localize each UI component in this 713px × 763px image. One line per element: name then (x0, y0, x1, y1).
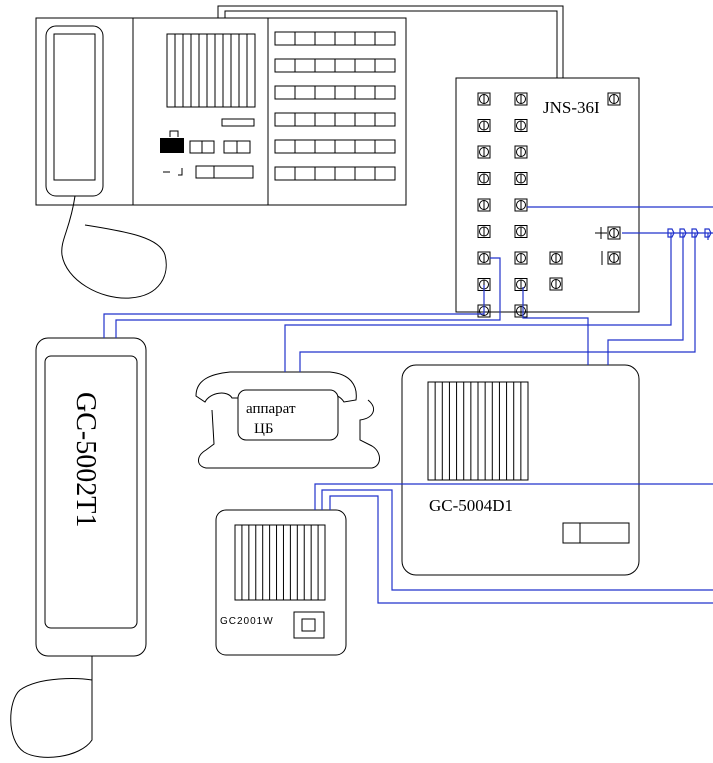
terminal-screw (514, 172, 528, 185)
gc5004-speaker-grille (427, 381, 529, 481)
terminal-screw (477, 92, 491, 106)
gc2001w-unit: GC2001W (215, 509, 347, 656)
grille-frame (166, 33, 256, 108)
grille-frame (234, 524, 326, 601)
terminal-screw (607, 226, 621, 240)
terminal-screw (514, 145, 528, 159)
terminal-screw (514, 92, 528, 106)
jns-label: JNS-36I (543, 98, 600, 117)
gc2001-speaker-grille (234, 524, 326, 601)
terminal-screw (549, 277, 563, 291)
jns-panel: JNS-36I (455, 77, 640, 318)
gc5002t1-label: GC-5002T1 (70, 392, 101, 527)
cb-telephone: аппарат ЦБ (195, 371, 380, 469)
top-double-wire (217, 5, 564, 78)
gc2001w-label: GC2001W (220, 616, 274, 627)
terminal-screw (514, 304, 528, 318)
gc5004d1-unit: GC-5004D1 (401, 364, 640, 576)
terminal-screw (549, 251, 563, 265)
blue-wiring (103, 206, 713, 604)
top-console (35, 17, 407, 299)
gc5002t1-unit: GC-5002T1 (10, 337, 147, 758)
terminal-screw (514, 251, 528, 265)
jack-mark (667, 228, 675, 238)
jns-terminal-block (477, 92, 621, 318)
terminal-screw (477, 145, 491, 159)
terminal-screw (607, 92, 621, 106)
console-key-grid (274, 31, 396, 181)
terminal-screw (477, 198, 491, 212)
gc5004d1-label: GC-5004D1 (429, 496, 513, 515)
terminal-screw (514, 278, 528, 291)
jack-mark (691, 228, 699, 238)
phone-label-line2: ЦБ (254, 421, 273, 437)
terminal-screw (477, 225, 491, 238)
jack-connectors (667, 228, 712, 238)
terminal-screw (477, 119, 491, 132)
jack-mark (679, 228, 687, 238)
jack-mark (704, 228, 712, 238)
terminal-screw (477, 172, 491, 185)
terminal-screw (514, 225, 528, 238)
terminal-screw (607, 251, 621, 265)
console-speaker-grille (166, 33, 256, 108)
terminal-screw (514, 198, 528, 212)
terminal-screw (514, 119, 528, 132)
phone-label-line1: аппарат (246, 401, 296, 417)
